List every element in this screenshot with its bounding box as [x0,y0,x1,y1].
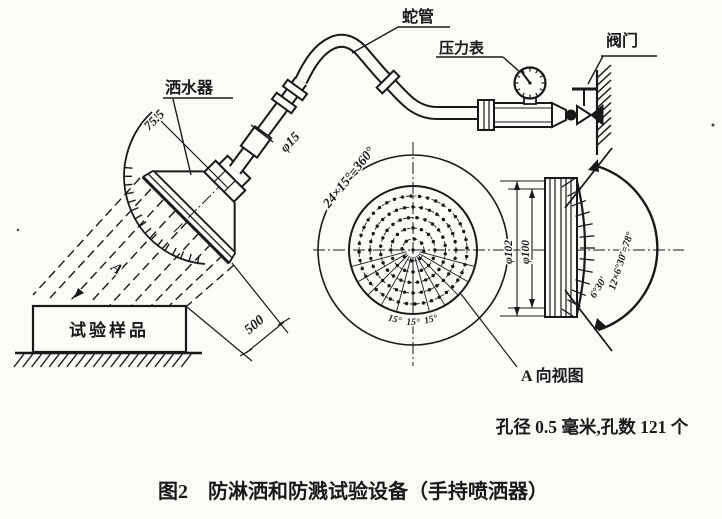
spray-lines [32,177,235,307]
ink-fleck [16,228,20,232]
label-leaders [163,26,657,176]
dim-ring-total: 12×6°30′=78° [607,230,636,291]
hole-note: 孔径 0.5 毫米,孔数 121 个 [496,417,689,437]
figure-caption: 图2 防淋洒和防溅试验设备（手持喷洒器） [158,479,548,503]
dim-phi100: φ100 [520,240,532,264]
dim-500: 500 [242,313,268,338]
side-view [500,177,587,318]
dim-phi15: φ15 [277,129,303,155]
view-a-label: A 向视图 [521,366,584,385]
dim-75-5-line [153,113,229,189]
handle-pipe [228,76,309,175]
dim-sector-step-3: 15° [423,313,439,327]
fan-sector [561,147,659,352]
pressure-gauge-icon [513,66,547,105]
dim-75-5: 75.5 [140,106,167,133]
sample-label: 试验样品 [69,320,149,340]
valve-label: 阀门 [606,31,638,50]
ground-hatch [13,351,202,368]
face-view [317,154,518,368]
pressure-gauge-label: 压力表 [439,39,485,57]
view-direction-marker: A [107,259,126,278]
view-a-leader [460,293,518,368]
ink-fleck [711,123,715,127]
dim-phi102: φ102 [503,240,515,264]
dim-sector-step-1: 15° [387,313,403,327]
sprinkler-head [141,154,252,265]
dim-phi15-line [250,124,274,143]
view-a-arrowhead [74,288,84,298]
valve [565,87,604,127]
dim-sector-step-2: 15° [406,317,420,328]
hose-label: 蛇管 [402,7,434,26]
sprinkler-label: 洒水器 [165,78,214,97]
head-protractor-arc [123,111,229,265]
snake-tube [294,33,479,120]
horizontal-pipe [477,99,567,131]
dim-500-lines [186,262,291,362]
dim-radial-division: 24×15°=360° [319,143,378,211]
sample-box [31,304,188,354]
